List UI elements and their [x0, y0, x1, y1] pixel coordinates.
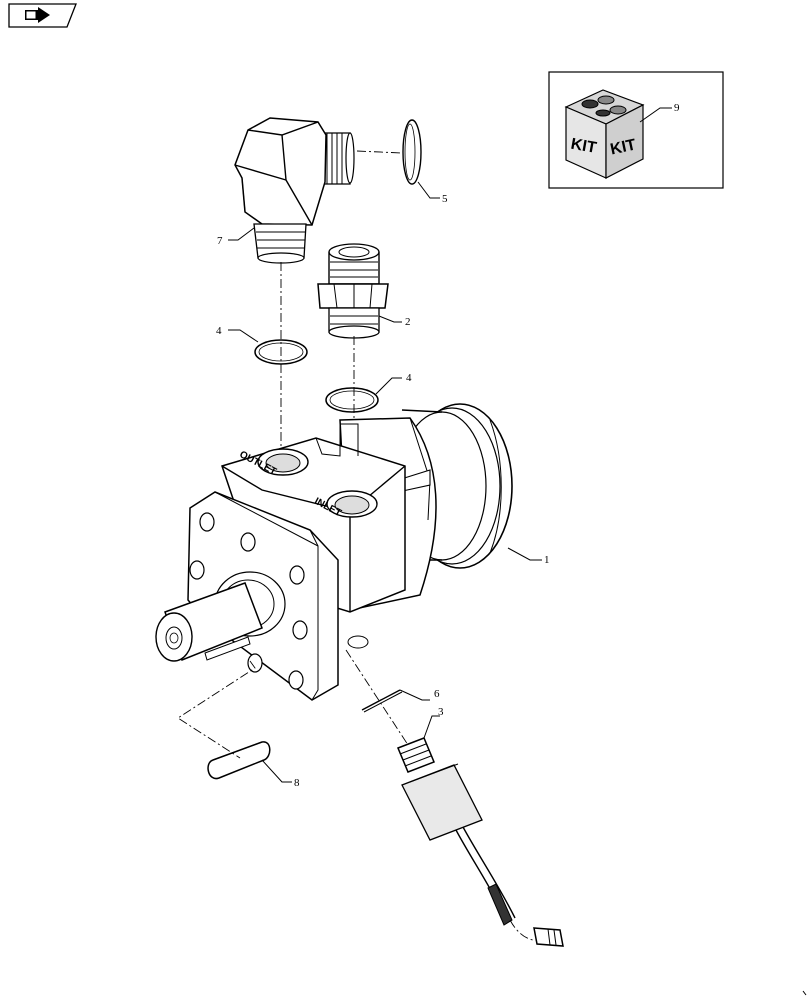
callout-4-left: 4	[216, 325, 222, 337]
callout-1: 1	[544, 554, 550, 566]
callout-7: 7	[217, 235, 223, 247]
callout-4-right: 4	[406, 372, 412, 384]
kit-label-right: KIT	[609, 136, 638, 158]
callout-5: 5	[442, 193, 448, 205]
o-ring-4-right: 4	[325, 372, 412, 413]
speed-sensor-3: 3	[397, 706, 564, 947]
callout-6: 6	[434, 688, 440, 700]
return-arrow-button[interactable]	[8, 3, 77, 28]
callout-8: 8	[294, 777, 300, 789]
corner-mark	[802, 990, 807, 996]
hydraulic-motor-1: OUTLET INLET 1	[155, 403, 550, 701]
straight-fitting-2: 2	[317, 243, 411, 339]
pin-6: 6	[361, 688, 440, 713]
kit-box-icon: KIT KIT	[564, 89, 645, 179]
callout-3: 3	[438, 706, 444, 718]
callout-2: 2	[405, 316, 411, 328]
o-ring-4-left: 4	[216, 325, 308, 365]
key-8: 8	[177, 660, 300, 789]
elbow-fitting-7: 7	[217, 117, 355, 264]
callout-9: 9	[674, 102, 680, 114]
kit-inset: KIT KIT 9	[548, 71, 724, 189]
o-ring-5: 5	[356, 119, 448, 205]
return-arrow-icon	[25, 7, 50, 23]
kit-label-left: KIT	[569, 136, 598, 157]
